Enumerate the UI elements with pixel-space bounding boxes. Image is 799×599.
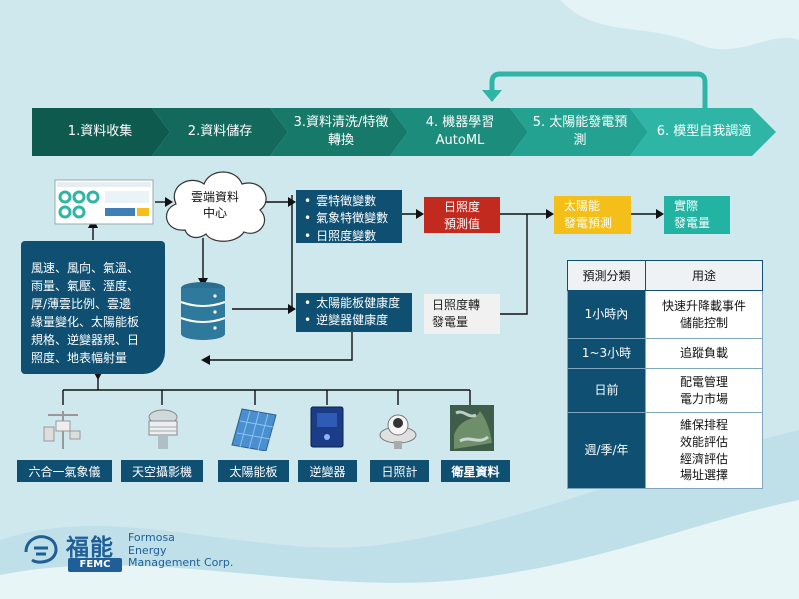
- table-cell-category: 1小時內: [567, 290, 646, 339]
- wave-top-right: [560, 0, 799, 50]
- table-cell-category: 日前: [567, 368, 646, 413]
- pipeline-step-5: 5. 太陽能發電預測: [532, 115, 628, 148]
- table-cell-usage: 追蹤負載: [645, 338, 763, 369]
- table-header-usage: 用途: [645, 260, 763, 291]
- company-logo-icon: [24, 535, 58, 564]
- irradiance-to-power-box: 日照度轉發電量: [424, 294, 500, 334]
- logo-badge: FEMC: [68, 558, 122, 572]
- chevron-2: [152, 108, 288, 156]
- table-cell-usage: 快速升降載事件儲能控制: [645, 290, 763, 339]
- table-cell-category: 1~3小時: [567, 338, 646, 369]
- device-label-satellite: 衛星資料: [441, 460, 510, 482]
- solar-panel-icon: [231, 408, 277, 451]
- satellite-image-icon: [450, 405, 494, 451]
- cloud-shape: [165, 171, 267, 242]
- table-cell-usage: 配電管理電力市場: [645, 368, 763, 413]
- wave-bottom-front: [0, 500, 799, 599]
- inverter-icon: [310, 406, 344, 448]
- logo-chinese-name: 福能: [66, 535, 114, 561]
- dashboard-thumbnail-icon: [54, 179, 154, 225]
- feedback-loop-arrow: [489, 71, 708, 108]
- pyranometer-icon: [379, 414, 417, 449]
- flow-connectors: [62, 195, 660, 405]
- chevron-3: [270, 108, 408, 156]
- feature-variables-box: 雲特徵變數 氣象特徵變數 日照度變數: [296, 190, 402, 243]
- table-header-category: 預測分類: [567, 260, 646, 291]
- device-label-pyranometer: 日照計: [370, 460, 429, 482]
- device-label-solar-panel: 太陽能板: [218, 460, 289, 482]
- chevron-4: [390, 108, 528, 156]
- chevron-1: [32, 108, 170, 156]
- pipeline-step-2: 2.資料儲存: [187, 124, 253, 140]
- chevron-5: [510, 108, 648, 156]
- table-row: 1~3小時 追蹤負載: [567, 338, 763, 369]
- table-row: 週/季/年 維保排程效能評估 經濟評估場址選擇: [567, 412, 763, 489]
- pipeline-step-3: 3.資料清洗/特徵轉換: [293, 115, 389, 148]
- weather-station-icon: [43, 411, 81, 449]
- equipment-health-box: 太陽能板健康度 逆變器健康度: [296, 293, 412, 332]
- pipeline-chevrons: [32, 108, 776, 156]
- chevron-6: [630, 108, 776, 156]
- table-cell-category: 週/季/年: [567, 412, 646, 489]
- table-header-row: 預測分類 用途: [567, 260, 763, 291]
- feedback-loop-arrowhead: [482, 90, 502, 102]
- pipeline-step-1: 1.資料收集: [67, 124, 133, 140]
- device-label-inverter: 逆變器: [298, 460, 357, 482]
- cloud-data-center-label: 雲端資料中心: [190, 190, 239, 221]
- flow-arrowheads: [88, 197, 664, 380]
- device-label-weather-station: 六合一氣象儀: [17, 460, 112, 482]
- solar-power-prediction-box: 太陽能發電預測: [554, 196, 631, 234]
- pipeline-step-6: 6. 模型自我調適: [656, 124, 752, 140]
- sky-camera-icon: [148, 409, 178, 449]
- database-icon: [180, 282, 226, 340]
- device-label-sky-camera: 天空攝影機: [121, 460, 203, 482]
- table-row: 1小時內 快速升降載事件儲能控制: [567, 290, 763, 339]
- input-variables-box: 風速、風向、氣溫、 雨量、氣壓、溼度、 厚/薄雲比例、雲邊 緣量變化、太陽能板 …: [21, 241, 165, 374]
- table-cell-usage: 維保排程效能評估 經濟評估場址選擇: [645, 412, 763, 489]
- table-row: 日前 配電管理電力市場: [567, 368, 763, 413]
- prediction-category-table: 預測分類 用途 1小時內 快速升降載事件儲能控制 1~3小時 追蹤負載 日前 配…: [567, 260, 763, 489]
- logo-english-name: Formosa Energy Management Corp.: [128, 531, 234, 570]
- actual-power-box: 實際發電量: [664, 196, 730, 234]
- irradiance-prediction-box: 日照度預測值: [424, 197, 500, 233]
